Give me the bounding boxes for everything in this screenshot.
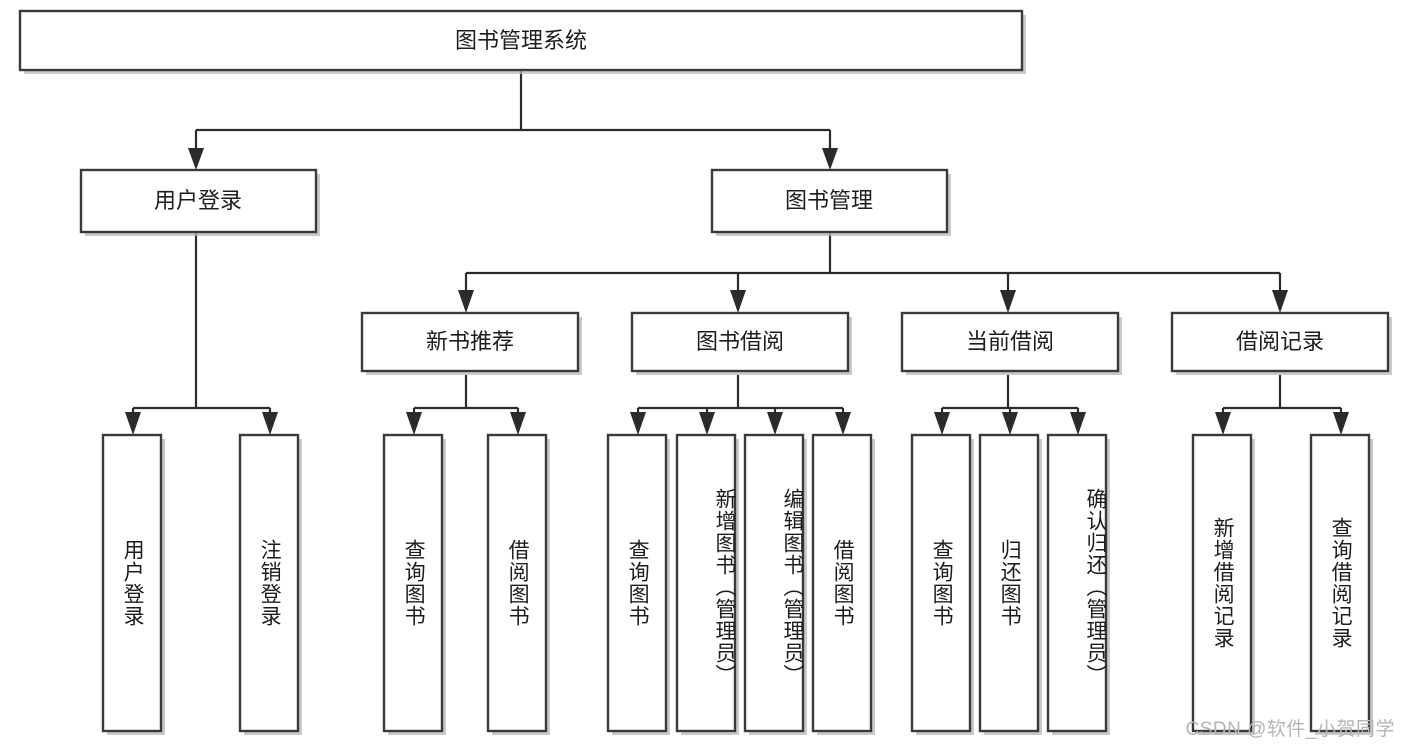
node-user-login-label: 用户登录 — [154, 188, 242, 213]
arrow-to-borrow-record — [1272, 290, 1288, 313]
leaf-user-login-2[interactable] — [238, 433, 302, 735]
arrow-leaf-currentborrow-1 — [934, 412, 950, 435]
leaf-current-borrow-2-box[interactable] — [978, 433, 1040, 733]
leaf-book-borrow-1-box[interactable] — [606, 433, 668, 733]
node-book-borrow-label: 图书借阅 — [696, 329, 784, 354]
leaf-book-borrow-3[interactable] — [743, 433, 807, 735]
watermark: CSDN @软件_小贺同学 — [1185, 719, 1395, 740]
leaf-borrow-record-1[interactable] — [1191, 433, 1255, 735]
node-current-borrow[interactable]: 当前借阅 — [900, 311, 1122, 375]
node-borrow-record[interactable]: 借阅记录 — [1170, 311, 1392, 375]
leaf-book-borrow-4-box[interactable] — [811, 433, 873, 733]
node-user-login-box[interactable] — [79, 168, 318, 234]
leaf-new-book-1-box[interactable] — [382, 433, 444, 733]
leaf-user-login-1-box[interactable] — [101, 433, 163, 733]
node-book-manage-box[interactable] — [710, 168, 949, 234]
arrow-leaf-bookborrow-3 — [767, 412, 783, 435]
arrow-leaf-bookborrow-1 — [630, 412, 646, 435]
leaf-current-borrow-1[interactable] — [910, 433, 974, 735]
node-root-box[interactable] — [18, 9, 1024, 72]
leaf-borrow-record-2[interactable] — [1309, 433, 1373, 735]
node-new-book-recommend-label: 新书推荐 — [426, 329, 514, 354]
leaf-book-borrow-1[interactable] — [606, 433, 670, 735]
leaf-book-borrow-2-box[interactable] — [675, 433, 737, 733]
node-new-book-recommend[interactable]: 新书推荐 — [360, 311, 582, 375]
arrow-leaf-user-login-2 — [262, 412, 278, 435]
node-book-borrow-box[interactable] — [630, 311, 850, 373]
node-book-manage[interactable]: 图书管理 — [710, 168, 951, 236]
node-root-label: 图书管理系统 — [455, 28, 587, 53]
leaf-current-borrow-3[interactable] — [1046, 433, 1110, 735]
leaf-current-borrow-3-box[interactable] — [1046, 433, 1108, 733]
node-book-borrow[interactable]: 图书借阅 — [630, 311, 852, 375]
arrow-to-book-manage — [822, 148, 838, 170]
arrow-leaf-newbook-2 — [510, 412, 526, 435]
arrow-to-user-login — [188, 148, 204, 170]
leaf-book-borrow-3-box[interactable] — [743, 433, 805, 733]
connector-layer — [125, 70, 1349, 435]
node-new-book-recommend-box[interactable] — [360, 311, 580, 373]
node-user-login[interactable]: 用户登录 — [79, 168, 320, 236]
arrow-leaf-currentborrow-3 — [1070, 412, 1086, 435]
leaf-borrow-record-2-box[interactable] — [1309, 433, 1371, 733]
node-borrow-record-label: 借阅记录 — [1236, 329, 1324, 354]
node-current-borrow-box[interactable] — [900, 311, 1120, 373]
leaf-current-borrow-2[interactable] — [978, 433, 1042, 735]
leaf-book-borrow-4[interactable] — [811, 433, 875, 735]
arrow-leaf-user-login-1 — [125, 412, 141, 435]
leaf-user-login-1[interactable] — [101, 433, 165, 735]
arrow-leaf-currentborrow-2 — [1002, 412, 1018, 435]
node-root[interactable]: 图书管理系统 — [18, 9, 1026, 74]
arrow-to-current-borrow — [1000, 290, 1016, 313]
arrow-leaf-newbook-1 — [406, 412, 422, 435]
node-book-manage-label: 图书管理 — [785, 188, 873, 213]
leaf-user-login-2-box[interactable] — [238, 433, 300, 733]
arrow-leaf-borrowrecord-2 — [1333, 412, 1349, 435]
leaf-book-borrow-2[interactable] — [675, 433, 739, 735]
leaf-current-borrow-1-box[interactable] — [910, 433, 972, 733]
node-current-borrow-label: 当前借阅 — [966, 329, 1054, 354]
leaf-new-book-1[interactable] — [382, 433, 446, 735]
arrow-leaf-bookborrow-4 — [835, 412, 851, 435]
node-borrow-record-box[interactable] — [1170, 311, 1390, 373]
arrow-to-book-borrow — [730, 290, 746, 313]
leaf-new-book-2[interactable] — [486, 433, 550, 735]
arrow-leaf-bookborrow-2 — [699, 412, 715, 435]
leaf-new-book-2-box[interactable] — [486, 433, 548, 733]
arrow-leaf-borrowrecord-1 — [1215, 412, 1231, 435]
leaf-borrow-record-1-box[interactable] — [1191, 433, 1253, 733]
arrow-to-new-book — [458, 290, 474, 313]
